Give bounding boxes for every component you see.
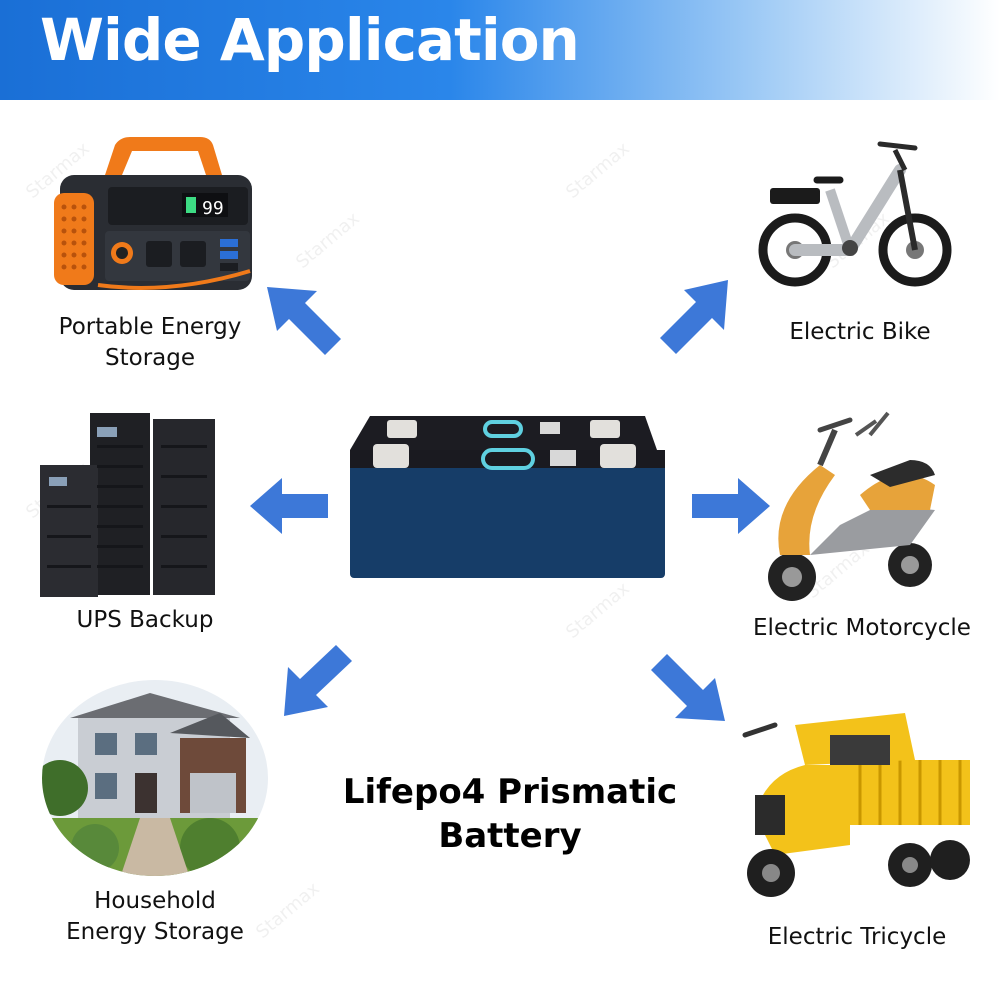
watermark: Starmax — [562, 578, 634, 643]
label-household-energy-storage: Household Energy Storage — [40, 886, 270, 948]
arrow-to-tricycle-icon — [651, 654, 725, 721]
label-electric-tricycle: Electric Tricycle — [767, 924, 947, 950]
label-portable-energy-storage: Portable Energy Storage — [40, 312, 260, 374]
electric-tricycle-image — [742, 713, 970, 897]
label-electric-motorcycle: Electric Motorcycle — [753, 615, 971, 641]
electric-motorcycle-image — [768, 411, 935, 601]
battery-caption-line: Lifepo4 Prismatic — [342, 772, 678, 812]
label-line: Household — [94, 888, 216, 914]
electric-bike-image — [758, 141, 952, 287]
watermark: Starmax — [562, 138, 634, 203]
battery-caption-line: Battery — [438, 816, 582, 856]
arrow-to-portable-icon — [267, 287, 341, 355]
prismatic-battery-image — [350, 416, 665, 578]
battery-level-readout: 99 — [202, 198, 224, 219]
arrow-to-motorcycle-icon — [692, 478, 770, 534]
label-line: Portable Energy — [58, 314, 242, 340]
ups-cabinet-image — [40, 413, 215, 597]
arrow-to-ups-icon — [250, 478, 328, 534]
page-title: Wide Application — [40, 6, 580, 74]
arrow-to-bike-icon — [660, 280, 728, 354]
label-line: Storage — [105, 345, 195, 371]
household-house-image — [42, 680, 268, 876]
label-line: Energy Storage — [66, 919, 244, 945]
label-electric-bike: Electric Bike — [789, 319, 931, 345]
watermark: Starmax — [292, 208, 364, 273]
header-banner: Wide Application — [0, 0, 1000, 100]
arrow-to-household-icon — [284, 645, 352, 716]
portable-power-station-image: 99 — [54, 137, 252, 290]
battery-caption: Lifepo4 Prismatic Battery — [330, 770, 690, 858]
label-ups-backup: UPS Backup — [76, 607, 214, 633]
